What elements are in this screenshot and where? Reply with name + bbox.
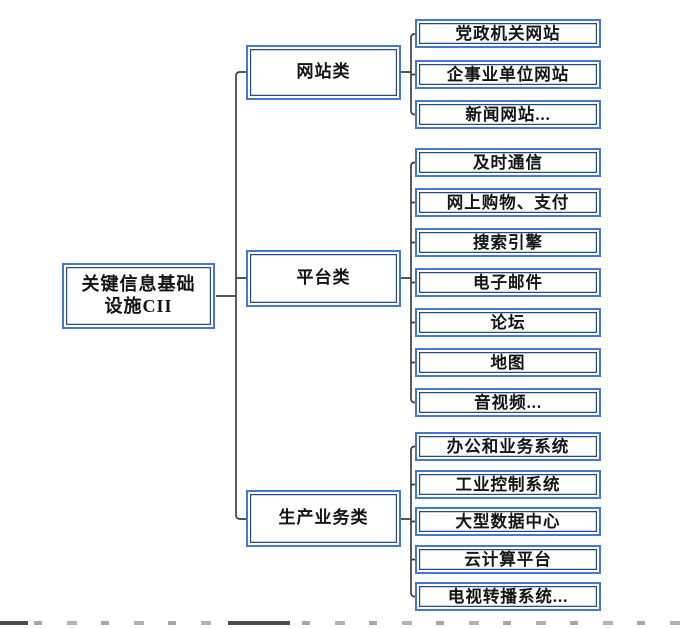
leaf-node: 地图 bbox=[415, 348, 601, 377]
website-bracket bbox=[401, 33, 415, 116]
leaf-node: 大型数据中心 bbox=[415, 507, 601, 536]
leaf-node: 电子邮件 bbox=[415, 268, 601, 297]
leaf-node: 论坛 bbox=[415, 308, 601, 337]
cropped-caption-remnant bbox=[228, 621, 290, 625]
branch-node-production: 生产业务类 bbox=[246, 490, 401, 547]
production-bracket bbox=[401, 445, 415, 598]
leaf-node: 云计算平台 bbox=[415, 545, 601, 574]
leaf-node: 网上购物、支付 bbox=[415, 188, 601, 217]
root-node-label: 关键信息基础 设施CII bbox=[81, 274, 196, 316]
cropped-caption-remnant bbox=[0, 621, 28, 625]
leaf-node: 及时通信 bbox=[415, 148, 601, 177]
trunk-connector bbox=[216, 71, 246, 520]
leaf-node: 搜索引擎 bbox=[415, 228, 601, 257]
branch-node-websites: 网站类 bbox=[246, 45, 401, 100]
platform-bracket bbox=[401, 161, 415, 404]
leaf-node: 电视转播系统... bbox=[415, 582, 601, 611]
branch-node-platforms: 平台类 bbox=[246, 250, 401, 307]
root-node-cii: 关键信息基础 设施CII bbox=[62, 263, 215, 329]
cropped-caption-remnant bbox=[0, 621, 696, 625]
leaf-node: 企事业单位网站 bbox=[415, 60, 601, 89]
leaf-node: 新闻网站... bbox=[415, 100, 601, 129]
leaf-node: 音视频... bbox=[415, 388, 601, 417]
leaf-node: 党政机关网站 bbox=[415, 19, 601, 48]
leaf-node: 办公和业务系统 bbox=[415, 432, 601, 461]
leaf-node: 工业控制系统 bbox=[415, 470, 601, 499]
